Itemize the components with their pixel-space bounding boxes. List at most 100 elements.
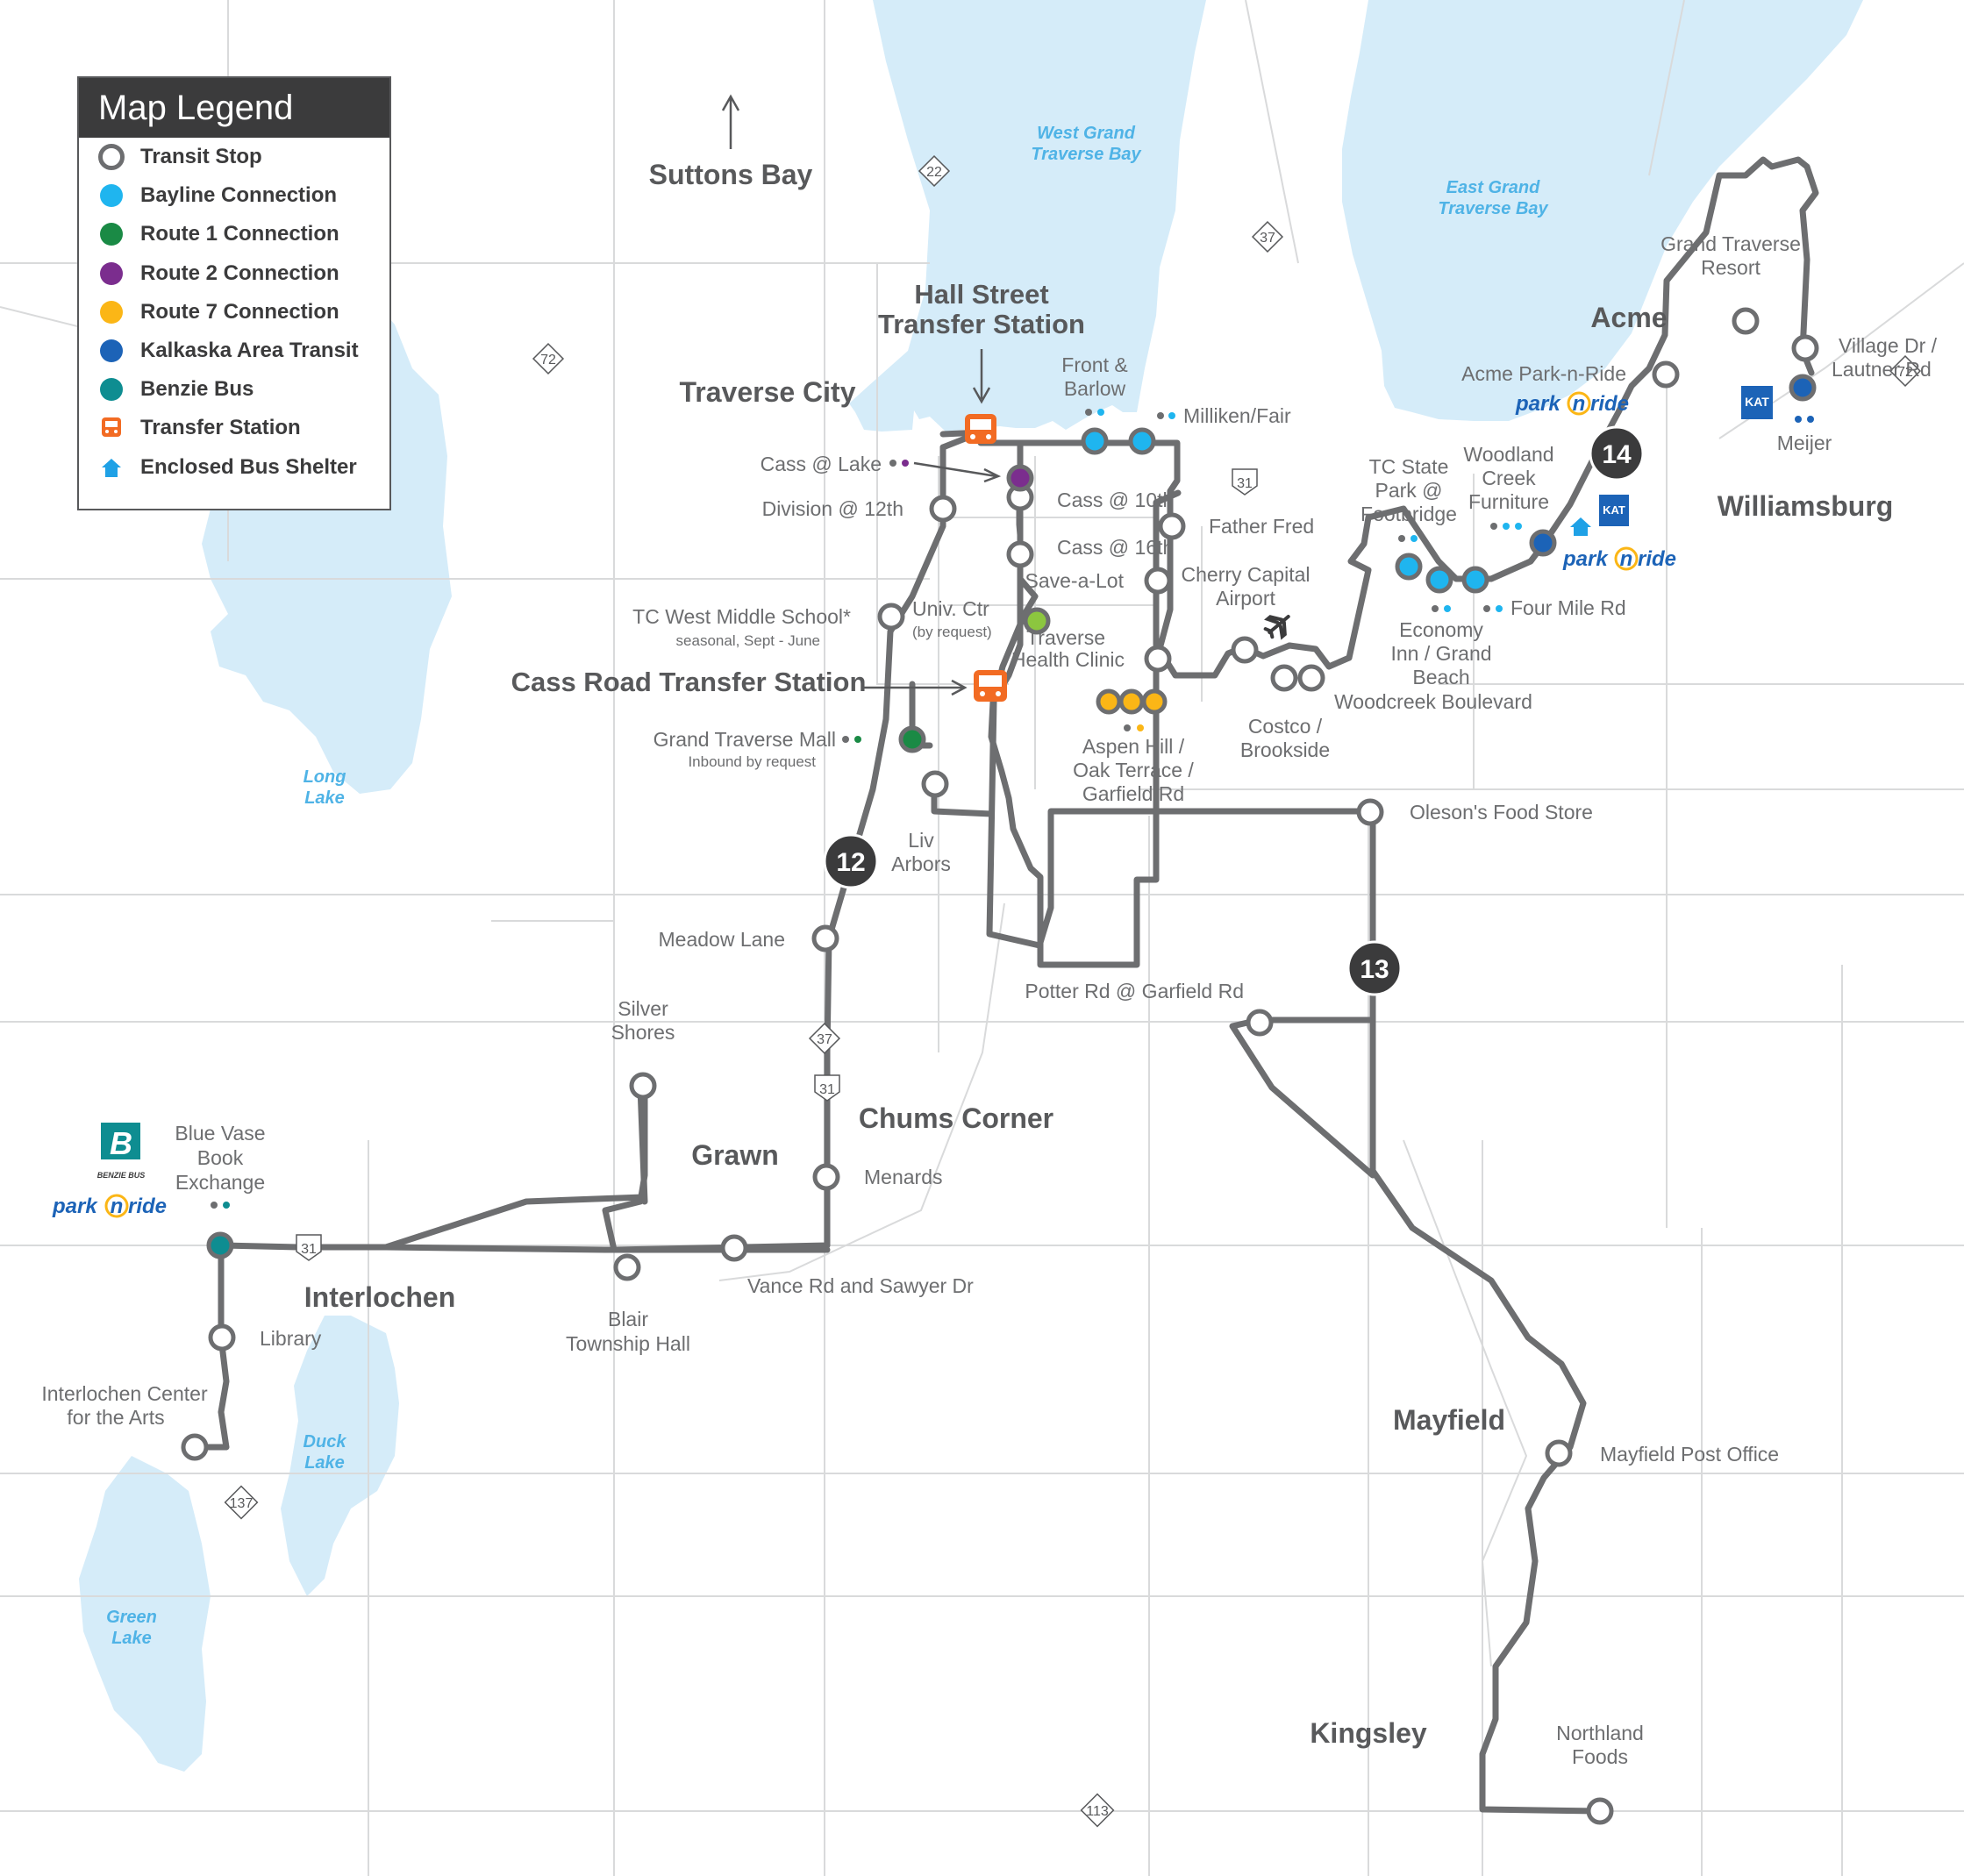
stop-northland[interactable]: [1586, 1797, 1614, 1825]
map-label: TC State: [1369, 455, 1449, 478]
map-label: B: [110, 1125, 132, 1161]
kat-logo-meijer: KAT: [1741, 386, 1773, 419]
map-label: Exchange: [175, 1171, 265, 1194]
map-label: Village Dr /: [1839, 334, 1938, 357]
cass-road-bus-icon[interactable]: [974, 670, 1007, 702]
map-label: Arbors: [891, 852, 951, 875]
map-label: 113: [1086, 1804, 1109, 1819]
legend-row: Transit Stop: [79, 138, 389, 176]
stop-labels: Front & Barlow Milliken/Fair Cass @ Lake…: [41, 232, 1937, 1768]
stop-village-dr[interactable]: [1791, 334, 1819, 362]
stop-univ-ctr[interactable]: [1023, 607, 1051, 635]
stop-blair[interactable]: [613, 1253, 641, 1281]
stop-aspen-3[interactable]: [1141, 688, 1168, 715]
map-label: Division @ 12th: [762, 497, 903, 520]
map-label: Oak Terrace /: [1073, 759, 1194, 781]
stop-liv-arbors[interactable]: [921, 770, 949, 798]
connection-dot-icon: [98, 260, 125, 287]
legend-row: Enclosed Bus Shelter: [79, 448, 389, 487]
legend-label: Route 1 Connection: [140, 222, 339, 246]
map-label: Vance Rd and Sawyer Dr: [747, 1274, 974, 1297]
place-suttons-bay: Suttons Bay: [649, 159, 813, 190]
map-label: Library: [260, 1327, 322, 1350]
stop-costco[interactable]: [1270, 664, 1298, 692]
place-chums-corner: Chums Corner: [859, 1102, 1053, 1134]
map-label: Father Fred: [1209, 515, 1314, 538]
stop-cass-lake[interactable]: [1006, 464, 1034, 492]
stop-library[interactable]: [208, 1323, 236, 1352]
map-label: Shores: [611, 1021, 675, 1044]
stop-save-a-lot[interactable]: [1144, 567, 1172, 595]
stop-cass-16th[interactable]: [1006, 540, 1034, 568]
stop-woodland-creek[interactable]: [1529, 529, 1557, 557]
connection-dot-icon: [98, 221, 125, 247]
west-grand-traverse-bay: [849, 0, 1206, 432]
map-label: Inn / Grand: [1390, 642, 1491, 665]
stop-milliken[interactable]: [1128, 427, 1156, 455]
stop-woodcreek[interactable]: [1297, 664, 1325, 692]
map-label: n: [1620, 547, 1633, 571]
house-icon: [1570, 517, 1591, 536]
benzie-bus-logo: B BENZIE BUS: [97, 1123, 146, 1180]
legend-row: Kalkaska Area Transit: [79, 332, 389, 370]
hall-street-bus-icon[interactable]: [965, 414, 996, 444]
west-bay-label-1: West Grand: [1037, 124, 1136, 143]
stop-silver-shores[interactable]: [629, 1072, 657, 1100]
map-label: Beach: [1412, 666, 1469, 688]
map-label: 37: [1260, 231, 1275, 246]
stop-vance[interactable]: [720, 1234, 748, 1262]
map-label: for the Arts: [67, 1406, 164, 1429]
green-lake: [79, 1456, 211, 1772]
legend-row: Route 7 Connection: [79, 293, 389, 332]
hwy-72a-shield: 72: [532, 342, 565, 375]
map-label: Univ. Ctr: [912, 597, 989, 620]
stop-menards[interactable]: [812, 1163, 840, 1191]
map-label: park: [52, 1195, 98, 1218]
suttons-bay-arrow: [721, 94, 740, 149]
map-label: Meadow Lane: [659, 928, 786, 951]
map-label: 22: [926, 165, 942, 180]
stop-four-mile[interactable]: [1461, 566, 1489, 594]
bus-icon: [98, 415, 125, 441]
stop-father-fred[interactable]: [1158, 512, 1186, 540]
hwy-72b-shield: 72: [1889, 354, 1922, 388]
house-icon: [98, 454, 125, 481]
map-label: Cass @ Lake: [761, 453, 882, 475]
stop-division-12th[interactable]: [929, 495, 957, 523]
stop-tc-state-park[interactable]: [1395, 553, 1423, 581]
hwy-31a-shield: 31: [1232, 468, 1258, 496]
stop-tc-west[interactable]: [877, 603, 905, 631]
map-label: Northland: [1556, 1722, 1644, 1744]
map-label: BENZIE BUS: [97, 1171, 146, 1180]
stop-traverse-health[interactable]: [1144, 645, 1172, 673]
route-12-line: [977, 429, 1181, 968]
hwy-37b-shield: 37: [808, 1022, 841, 1055]
stop-interlochen-arts[interactable]: [181, 1433, 209, 1461]
stop-potter[interactable]: [1246, 1009, 1274, 1037]
legend-title: Map Legend: [79, 78, 389, 138]
stop-aspen-2[interactable]: [1118, 688, 1145, 715]
stop-meijer[interactable]: [1789, 374, 1817, 402]
legend-label: Transfer Station: [140, 416, 301, 440]
hall-street-arrow: [972, 349, 991, 404]
stop-airport[interactable]: [1231, 636, 1259, 664]
map-label: seasonal, Sept - June: [676, 632, 820, 649]
stop-aspen-1[interactable]: [1096, 688, 1122, 715]
map-label: Barlow: [1064, 377, 1126, 400]
map-label: Lautner Rd: [1832, 358, 1932, 381]
stop-acme-pnr[interactable]: [1652, 360, 1680, 389]
stop-gt-resort[interactable]: [1732, 307, 1760, 335]
stop-front-barlow[interactable]: [1081, 427, 1109, 455]
map-label: Acme Park-n-Ride: [1461, 362, 1626, 385]
map-label: Menards: [864, 1166, 942, 1188]
stop-economy-inn[interactable]: [1425, 566, 1453, 594]
stop-mayfield-po[interactable]: [1545, 1439, 1573, 1467]
map-label: 31: [819, 1082, 835, 1097]
stop-blue-vase[interactable]: [206, 1231, 234, 1259]
stop-olesons[interactable]: [1356, 798, 1384, 826]
hwy-37a-shield: 37: [1251, 220, 1284, 253]
stop-gt-mall[interactable]: [898, 725, 926, 753]
stop-meadow-lane[interactable]: [811, 924, 839, 952]
map-label: Book: [197, 1146, 244, 1169]
cass-road-arrow: [861, 679, 968, 696]
